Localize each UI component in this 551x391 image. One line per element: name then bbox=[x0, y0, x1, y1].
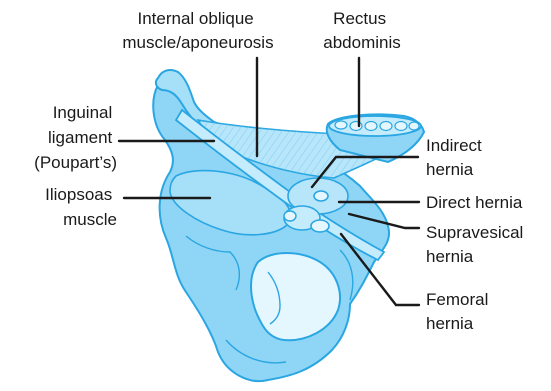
label-supravesical-line2: hernia bbox=[426, 247, 474, 266]
label-iliopsoas-line1: Iliopsoas bbox=[45, 185, 112, 204]
label-supravesical-line1: Supravesical bbox=[426, 223, 523, 242]
label-inguinal-line3: (Poupart’s) bbox=[34, 153, 117, 172]
label-inguinal: Inguinal ligament (Poupart’s) bbox=[34, 103, 117, 172]
label-internal-oblique-line2: muscle/aponeurosis bbox=[122, 33, 273, 52]
label-inguinal-line2: ligament bbox=[48, 128, 113, 147]
label-inguinal-line1: Inguinal bbox=[53, 103, 113, 122]
label-indirect-line2: hernia bbox=[426, 160, 474, 179]
label-rectus-line2: abdominis bbox=[323, 33, 401, 52]
label-supravesical: Supravesical hernia bbox=[426, 223, 528, 266]
label-indirect: Indirect hernia bbox=[426, 136, 486, 179]
label-internal-oblique-line1: Internal oblique bbox=[138, 9, 254, 28]
label-indirect-line1: Indirect bbox=[426, 136, 482, 155]
label-direct: Direct hernia bbox=[426, 193, 523, 212]
label-femoral-line1: Femoral bbox=[426, 290, 488, 309]
label-rectus: Rectus abdominis bbox=[323, 9, 401, 52]
label-femoral-line2: hernia bbox=[426, 314, 474, 333]
obturator-foramen bbox=[251, 253, 340, 340]
label-femoral: Femoral hernia bbox=[426, 290, 493, 333]
label-direct-line1: Direct hernia bbox=[426, 193, 523, 212]
label-iliopsoas-line2: muscle bbox=[63, 210, 117, 229]
label-iliopsoas: Iliopsoas muscle bbox=[45, 185, 117, 229]
pelvis-illustration bbox=[153, 70, 424, 381]
label-internal-oblique: Internal oblique muscle/aponeurosis bbox=[122, 9, 273, 52]
label-rectus-line1: Rectus bbox=[333, 9, 386, 28]
